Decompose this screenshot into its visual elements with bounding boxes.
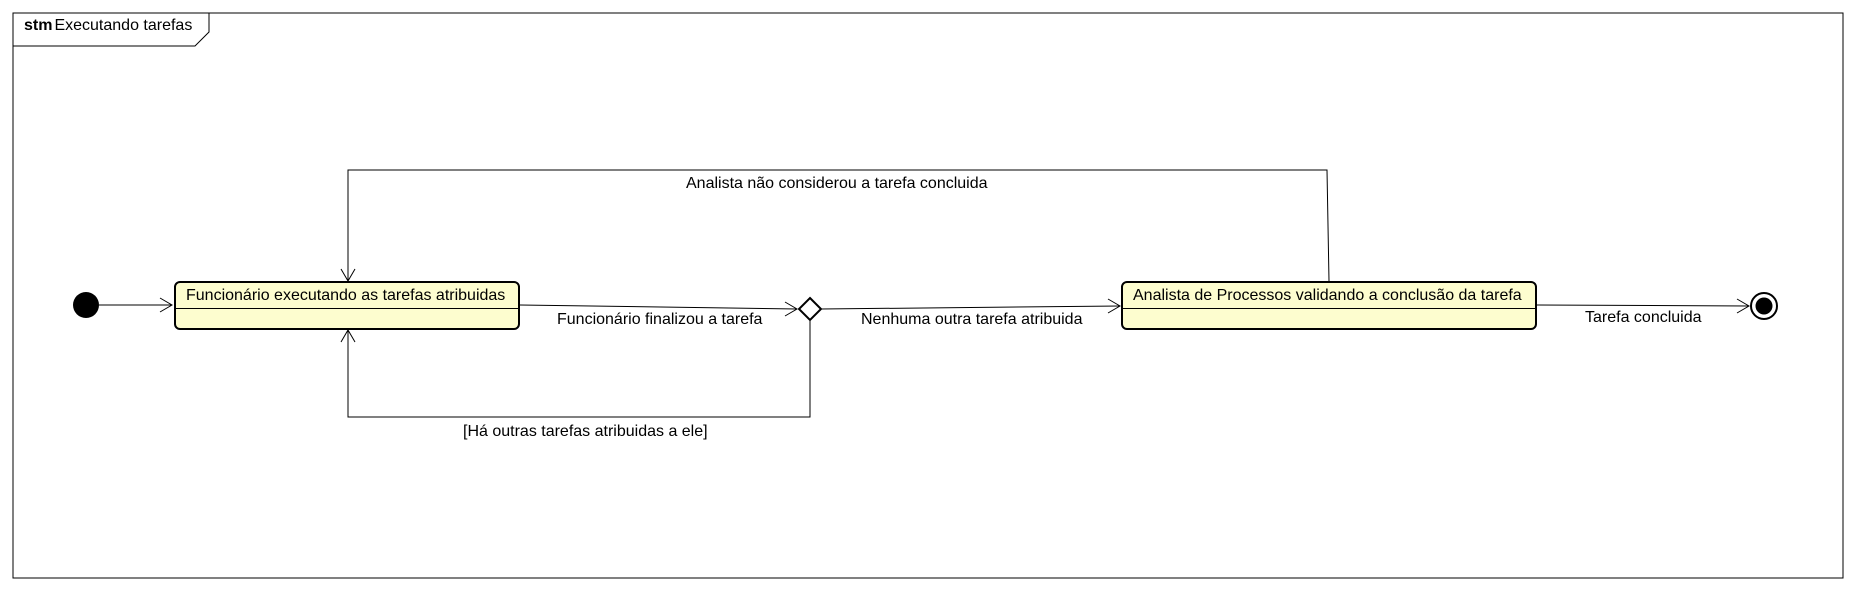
frame-keyword: stm [24,17,53,34]
final-node[interactable] [1750,292,1778,320]
state-divider [1123,308,1535,309]
choice-node[interactable] [797,296,823,322]
transition-label-no-other-tasks: Nenhuma outra tarefa atribuida [861,311,1083,328]
state-executing-label: Funcionário executando as tarefas atribu… [186,287,506,304]
frame-name: Executando tarefas [54,17,193,34]
transition-label-other-tasks-guard: [Há outras tarefas atribuidas a ele] [463,423,708,440]
initial-node[interactable] [73,292,99,318]
state-executing[interactable]: Funcionário executando as tarefas atribu… [174,281,520,330]
transition-executing-to-choice [519,304,798,310]
state-divider [176,308,518,309]
arrowhead [340,329,356,343]
transition-label-task-done: Tarefa concluida [1585,309,1702,326]
arrowhead [1107,298,1121,314]
arrowhead [1736,298,1750,314]
arrowhead [159,297,173,313]
transition-choice-to-validating [820,305,1121,310]
arrowhead [784,301,798,317]
transition-validating-to-executing [347,169,1330,282]
transition-label-not-concluded: Analista não considerou a tarefa conclui… [686,175,988,192]
state-validating-label: Analista de Processos validando a conclu… [1133,287,1522,304]
transition-choice-to-executing [347,320,811,418]
frame-tab [13,13,210,47]
state-validating[interactable]: Analista de Processos validando a conclu… [1121,281,1537,330]
diagram-frame [12,12,1844,579]
transition-validating-to-final [1536,304,1750,307]
transition-label-finished: Funcionário finalizou a tarefa [557,311,763,328]
